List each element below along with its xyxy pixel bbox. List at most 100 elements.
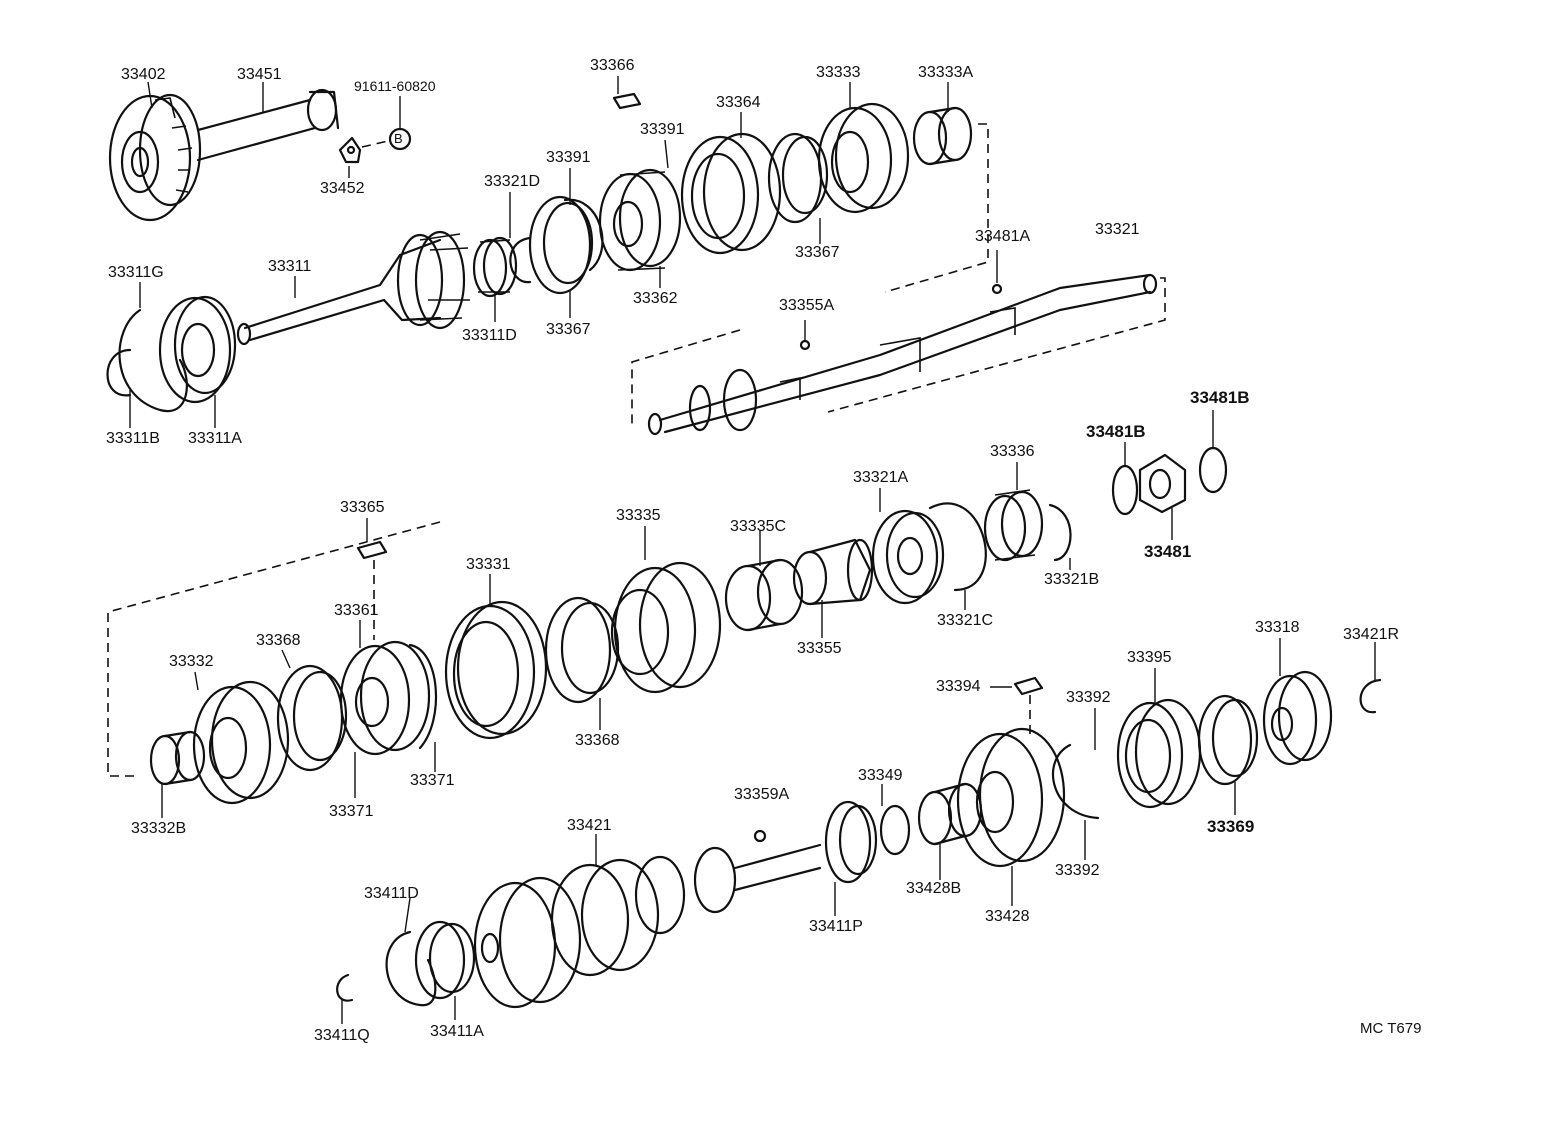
label-33355A: 33355A: [779, 297, 835, 314]
spring-33371: [408, 643, 438, 750]
label-33369: 33369: [1207, 817, 1255, 836]
label-91611-60820: 91611-60820: [354, 78, 436, 94]
label-33391-lower: 33391: [546, 149, 591, 166]
gear-33428: [956, 727, 1066, 868]
label-33411D: 33411D: [364, 885, 419, 902]
label-33368-lower: 33368: [575, 732, 620, 749]
bearing-33428B: [917, 782, 983, 846]
label-33311: 33311: [268, 258, 312, 275]
plate-33452: [338, 127, 412, 164]
label-B: B: [394, 131, 403, 146]
label-33391-upper: 33391: [640, 121, 685, 138]
label-33355: 33355: [797, 640, 842, 657]
ring-33411D: [385, 930, 437, 1007]
hub-33362: [598, 168, 682, 272]
spring-33392: [1052, 743, 1100, 820]
spacer-33355: [792, 538, 874, 606]
gear-33318: [1262, 670, 1333, 766]
label-33428: 33428: [985, 908, 1030, 925]
nut-33481: [1138, 453, 1187, 514]
label-33361: 33361: [334, 602, 379, 619]
label-33371-right: 33371: [410, 772, 455, 789]
ring-33421R: [1359, 678, 1382, 714]
shaft-33451: [196, 88, 340, 162]
label-33311B: 33311B: [106, 430, 160, 447]
bearing-33321A: [871, 509, 945, 605]
label-33318: 33318: [1255, 619, 1300, 636]
label-33321D: 33321D: [484, 173, 541, 190]
sync-ring-33367-b: [767, 132, 829, 224]
label-33321C: 33321C: [937, 612, 994, 629]
label-33394: 33394: [936, 678, 981, 695]
gear-33332: [192, 680, 290, 805]
label-33332: 33332: [169, 653, 214, 670]
label-33366: 33366: [590, 57, 635, 74]
label-33481B-lower: 33481B: [1086, 422, 1146, 441]
bearing-33335C: [724, 558, 804, 632]
label-33364: 33364: [716, 94, 761, 111]
ball-33359A: [753, 829, 767, 843]
ring-33411Q: [336, 973, 354, 1002]
label-33402: 33402: [121, 66, 166, 83]
gear-33336: [983, 489, 1044, 562]
diagram-code: MC T679: [1360, 1020, 1422, 1037]
key-33366: [612, 92, 642, 110]
label-33365: 33365: [340, 499, 385, 516]
gear-33333: [817, 102, 910, 214]
label-33331: 33331: [466, 556, 511, 573]
label-33371-lower: 33371: [329, 803, 374, 820]
key-33394: [1013, 676, 1044, 696]
label-33367-lower: 33367: [546, 321, 591, 338]
gear-33335: [610, 561, 722, 694]
ring-33321C: [928, 502, 987, 592]
guide-frame-33321: [631, 277, 1166, 428]
guide-line-33333A: [884, 123, 989, 293]
washer-33349: [879, 804, 911, 856]
label-33411A: 33411A: [430, 1023, 484, 1040]
sync-ring-33369: [1197, 694, 1259, 786]
bearing-33411A: [414, 920, 476, 1000]
label-33311G: 33311G: [108, 264, 164, 281]
hub-33361: [339, 640, 431, 756]
label-33333: 33333: [816, 64, 861, 81]
label-33392-lower: 33392: [1055, 862, 1100, 879]
label-33311A: 33311A: [188, 430, 242, 447]
label-33359A: 33359A: [734, 786, 790, 803]
ring-33321D: [509, 236, 532, 284]
label-33335: 33335: [616, 507, 661, 524]
label-33321: 33321: [1095, 221, 1140, 238]
input-shaft-33311: [236, 230, 470, 346]
sleeve-33395: [1116, 698, 1202, 809]
label-33428B: 33428B: [906, 880, 962, 897]
label-33452: 33452: [320, 180, 365, 197]
ring-33321B: [1048, 503, 1072, 562]
key-33365: [356, 540, 388, 560]
ring-33481B-left: [1111, 464, 1139, 516]
leader-lines: [129, 76, 1376, 1024]
label-33392-upper: 33392: [1066, 689, 1111, 706]
label-33349: 33349: [858, 767, 903, 784]
input-gear-33402: [108, 93, 202, 222]
label-33333A: 33333A: [918, 64, 974, 81]
label-33411Q: 33411Q: [314, 1027, 370, 1044]
label-33335C: 33335C: [730, 518, 787, 535]
label-33321B: 33321B: [1044, 571, 1100, 588]
label-33451: 33451: [237, 66, 282, 83]
sleeve-33331: [444, 600, 548, 740]
label-33421: 33421: [567, 817, 612, 834]
main-shaft-33321: [647, 273, 1158, 436]
counter-gear-33421: [473, 843, 822, 1009]
label-33481: 33481: [1144, 542, 1192, 561]
label-33481A: 33481A: [975, 228, 1031, 245]
label-33367-upper: 33367: [795, 244, 840, 261]
sync-ring-33368: [544, 596, 620, 704]
nut-33411P: [824, 800, 878, 884]
sleeve-33364: [680, 132, 782, 255]
spring-33391: [563, 198, 604, 272]
label-33362: 33362: [633, 290, 678, 307]
label-33321A: 33321A: [853, 469, 909, 486]
label-33411P: 33411P: [809, 918, 863, 935]
label-33332B: 33332B: [131, 820, 187, 837]
gear-33311D: [472, 236, 518, 298]
